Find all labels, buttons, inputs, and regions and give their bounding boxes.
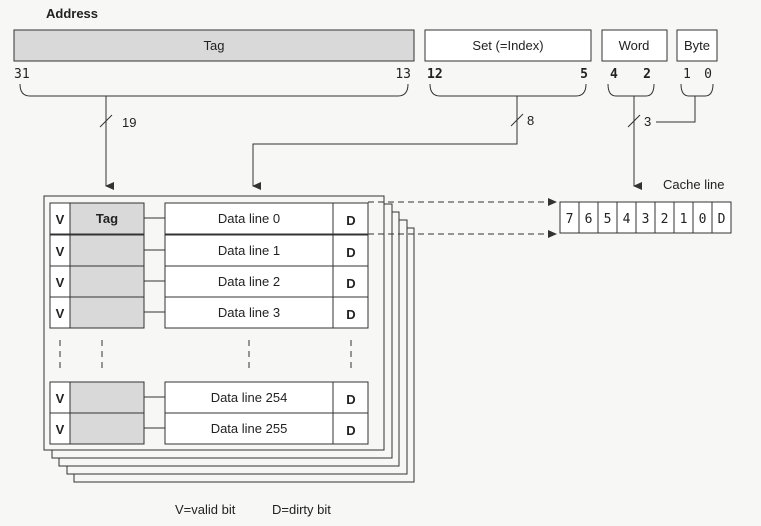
tag-field	[13, 29, 415, 62]
bit-5: 5	[580, 67, 588, 82]
dirty-cell	[332, 412, 369, 445]
valid-bit: V	[56, 391, 65, 406]
cache-line-cell-label: 2	[661, 212, 669, 227]
cache-line-cell-label: 3	[642, 212, 650, 227]
cache-line-cell-label: 4	[623, 212, 631, 227]
cache-row: V Data line 1 D	[49, 234, 369, 267]
data-cell	[164, 296, 334, 329]
byte-brace	[680, 83, 714, 97]
dirty-bit: D	[346, 245, 355, 260]
tag-field-label: Tag	[204, 38, 225, 53]
bit-2: 2	[643, 67, 651, 82]
set-field	[424, 29, 592, 62]
data-line-label: Data line 1	[218, 243, 280, 258]
cache-line-cell-label: 0	[699, 212, 707, 227]
word-slash	[627, 114, 641, 128]
dirty-cell	[332, 296, 369, 329]
address-title: Address	[46, 6, 98, 21]
data-line-label: Data line 254	[211, 390, 288, 405]
cache-row: V Data line 255 D	[49, 412, 369, 445]
dirty-cell	[332, 202, 369, 235]
set-brace	[429, 83, 587, 97]
valid-bit: V	[56, 306, 65, 321]
tag-cell	[69, 381, 145, 414]
tag-cell	[69, 202, 145, 235]
tag-width: 19	[122, 115, 136, 130]
bit-12: 12	[427, 67, 443, 82]
bit-31: 31	[14, 67, 30, 82]
set-width: 8	[527, 113, 534, 128]
byte-field-label: Byte	[684, 38, 710, 53]
tag-cell	[69, 412, 145, 445]
bit-4: 4	[610, 67, 618, 82]
set-field-label: Set (=Index)	[472, 38, 543, 53]
legend-dirty: D=dirty bit	[272, 502, 331, 517]
tag-slash	[99, 114, 113, 128]
dirty-bit: D	[346, 276, 355, 291]
bit-1: 1	[683, 67, 691, 82]
tag-cell	[69, 265, 145, 298]
tag-column-header: Tag	[96, 211, 118, 226]
continuation-dashes	[59, 340, 352, 372]
cache-line-cell-label: 5	[604, 212, 612, 227]
bit-13: 13	[395, 67, 411, 82]
cache-line-cell-label: D	[718, 212, 726, 227]
cache-line-cell-label: 7	[566, 212, 574, 227]
cache-row: V Data line 254 D	[49, 381, 369, 414]
dirty-bit: D	[346, 392, 355, 407]
valid-bit: V	[56, 275, 65, 290]
valid-bit: V	[56, 244, 65, 259]
word-field	[601, 29, 668, 62]
cache-line-cell-label: 6	[585, 212, 593, 227]
byte-connector	[656, 96, 696, 123]
connectors	[99, 96, 696, 190]
data-cell	[164, 234, 334, 267]
byte-field	[676, 29, 718, 62]
valid-bit: V	[56, 422, 65, 437]
field-braces	[19, 83, 714, 97]
data-line-label: Data line 0	[218, 211, 280, 226]
bit-numbers: 31 13 12 5 4 2 1 0	[14, 67, 712, 82]
data-line-label: Data line 2	[218, 274, 280, 289]
cache-row: V Data line 2 D	[49, 265, 369, 298]
tag-brace	[19, 83, 409, 97]
set-slash	[510, 113, 524, 127]
line-expand-arrows	[368, 198, 557, 238]
cache-line-cell-label: 1	[680, 212, 688, 227]
dirty-cell	[332, 381, 369, 414]
word-brace	[607, 83, 655, 97]
dirty-cell	[332, 265, 369, 298]
valid-bit: V	[56, 212, 65, 227]
data-line-label: Data line 255	[211, 421, 288, 436]
dirty-bit: D	[346, 307, 355, 322]
word-field-label: Word	[619, 38, 650, 53]
cache-line-cell	[711, 201, 732, 234]
dirty-bit: D	[346, 213, 355, 228]
address-fields: Tag Set (=Index) Word Byte	[13, 29, 718, 62]
cache-line-title: Cache line	[663, 177, 724, 192]
dirty-bit: D	[346, 423, 355, 438]
cache-row: V Data line 0 D	[49, 202, 369, 235]
data-line-label: Data line 3	[218, 305, 280, 320]
word-width: 3	[644, 114, 651, 129]
bit-0: 0	[704, 67, 712, 82]
tag-cell	[69, 234, 145, 267]
data-cell	[164, 412, 334, 445]
tag-cell	[69, 296, 145, 329]
dirty-cell	[332, 234, 369, 267]
set-connector	[252, 96, 518, 190]
legend-valid: V=valid bit	[175, 502, 236, 517]
cache-row: V Data line 3 D	[49, 296, 369, 329]
